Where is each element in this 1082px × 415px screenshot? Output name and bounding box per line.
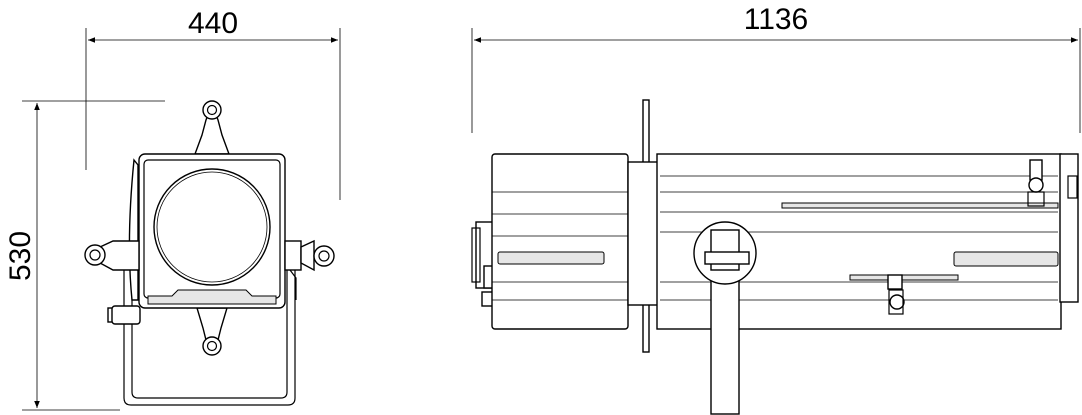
bottom-hanging-ring [196,307,228,356]
rear-ribs [492,191,628,301]
yoke-inner [131,256,288,399]
front-lens [153,168,271,286]
left-yoke-knob [84,158,141,325]
front-bottom-plate [147,289,277,305]
rear-housing [471,153,629,330]
front-height-label: 530 [4,231,37,281]
front-width-label: 440 [188,7,238,40]
side-length-label: 1136 [744,3,809,36]
top-hanging-ring [193,100,231,155]
right-yoke-knob [284,239,335,300]
shutter-knob-top [1027,159,1045,207]
dimension-side-length: 1136 [471,3,1081,133]
collar [627,161,659,306]
dimension-front-width: 440 [85,7,341,200]
front-view [84,100,335,406]
barrel-ribs [660,175,1059,301]
dimension-front-height: 530 [4,100,165,411]
shutter-knob-bottom [887,274,905,315]
side-yoke [693,221,757,415]
yoke-bracket [123,255,296,406]
side-view [471,99,1079,415]
front-lens-cap [1059,153,1079,303]
